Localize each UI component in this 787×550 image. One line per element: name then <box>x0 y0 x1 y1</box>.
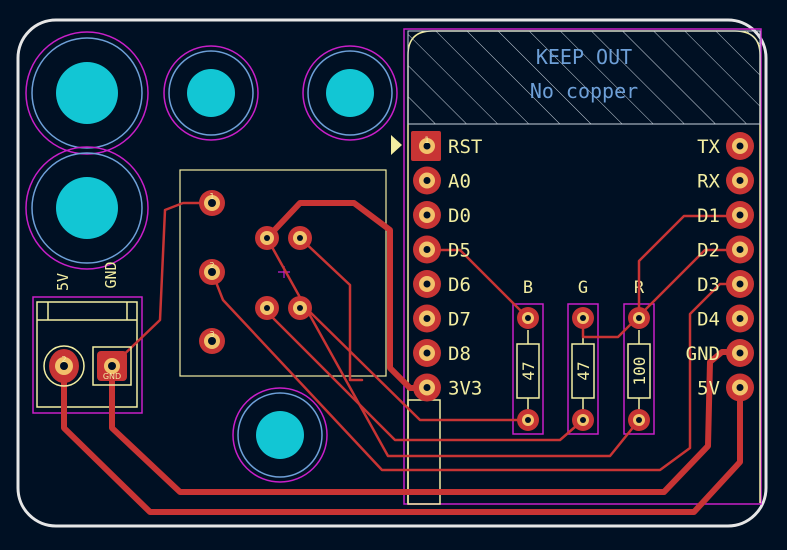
left-header-label-d7: D7 <box>448 309 471 331</box>
keepout-zone <box>407 30 761 125</box>
right-header-pad-tx[interactable] <box>726 132 754 160</box>
mounting-hole-top-middle <box>163 45 259 141</box>
mounting-hole-left <box>25 146 149 270</box>
trace-gnd <box>109 349 743 495</box>
terminal-pads: 2 GND <box>43 345 132 387</box>
power-traces <box>61 200 743 515</box>
resistor-pads <box>517 307 650 431</box>
terminal-block: 5V GND <box>32 261 143 414</box>
right-header-label-tx: TX <box>697 136 720 158</box>
trace-resistor-r-led <box>265 236 641 458</box>
right-header-label-gnd: GND <box>686 343 720 365</box>
left-header-label-d8: D8 <box>448 343 471 365</box>
board-outline <box>16 18 768 528</box>
module-left-header-silk <box>407 399 441 505</box>
left-header-pad-rst[interactable]: 1 <box>411 131 441 161</box>
resistor-r-value: 100 <box>630 357 649 386</box>
terminal-label-gnd: GND <box>102 261 120 288</box>
right-header-label-d4: D4 <box>697 309 720 331</box>
left-header-label-3v3: 3V3 <box>448 378 482 400</box>
left-header-pad-d6[interactable] <box>413 270 441 298</box>
right-header-label-d2: D2 <box>697 240 720 262</box>
trace-resistor-b-led <box>298 306 530 422</box>
trace-terminal-gnd-led <box>110 201 214 368</box>
left-header-label-d6: D6 <box>448 274 471 296</box>
led-pad-3[interactable]: 3 <box>199 328 225 354</box>
resistor-b-pad-2[interactable] <box>517 409 539 431</box>
keepout-subtitle: No copper <box>530 79 638 103</box>
pin1-number: 1 <box>424 136 430 146</box>
right-header-label-5v: 5V <box>697 378 720 400</box>
left-header-pad-d5[interactable] <box>413 235 441 264</box>
led-pad-6[interactable] <box>255 296 279 320</box>
led-pad-7[interactable] <box>288 296 312 320</box>
right-header-pad-gnd[interactable] <box>726 339 754 367</box>
led-pad-1-label: 1 <box>209 192 214 201</box>
terminal-pad-gnd[interactable]: GND <box>92 346 132 386</box>
resistor-g-value: 47 <box>574 361 593 380</box>
left-header-label-d5: D5 <box>448 240 471 262</box>
mounting-hole-top-left <box>25 31 149 155</box>
keepout-title: KEEP OUT <box>536 45 632 69</box>
led-pad-2[interactable]: 2 <box>199 259 225 285</box>
terminal-courtyard <box>32 296 143 414</box>
right-header-pad-d3[interactable] <box>726 270 754 298</box>
resistor-g-pad-1[interactable] <box>572 307 594 329</box>
right-header-pad-d4[interactable] <box>726 304 754 333</box>
led-pad-2-label: 2 <box>209 261 214 270</box>
resistor-r-pad-1[interactable] <box>628 307 650 329</box>
right-header-pad-5v[interactable] <box>726 373 754 402</box>
resistor-b-id: B <box>523 278 533 298</box>
terminal-pad-5v[interactable]: 2 <box>43 345 85 387</box>
trace-d3-gnd-loop <box>210 270 742 472</box>
led-pad-3-label: 3 <box>209 330 214 339</box>
mounting-holes <box>25 31 398 483</box>
resistor-r-pad-2[interactable] <box>628 409 650 431</box>
trace-led-pin4 <box>298 236 364 382</box>
terminal-label-5v: 5V <box>54 273 72 291</box>
led-silk-outline <box>179 169 387 377</box>
trace-d2-resistor-g <box>581 248 742 339</box>
left-header-label-a0: A0 <box>448 171 471 193</box>
left-header-label-rst: RST <box>448 136 482 158</box>
right-header-pad-rx[interactable] <box>726 166 754 195</box>
resistor-g-id: G <box>578 278 588 298</box>
led-pads: 1 2 3 <box>199 190 312 354</box>
trace-3v3-led <box>264 200 430 391</box>
resistor-b: B 47 <box>512 278 544 435</box>
terminal-pad-gnd-label: GND <box>103 372 121 381</box>
led-pad-4[interactable] <box>255 226 279 250</box>
terminal-pad-5v-label: 2 <box>61 355 66 364</box>
mounting-hole-top-right <box>302 45 398 141</box>
resistor-g-pad-2[interactable] <box>572 409 594 431</box>
terminal-silk <box>36 301 138 408</box>
left-header-pad-d7[interactable] <box>413 304 441 333</box>
left-header-pads: 1 <box>411 131 441 402</box>
right-header-pad-d1[interactable] <box>726 201 754 229</box>
right-header-label-rx: RX <box>697 171 720 193</box>
module-footprint: KEEP OUT No copper <box>391 28 762 505</box>
module-courtyard <box>403 28 762 505</box>
trace-resistor-g-led <box>265 310 585 442</box>
left-header-pad-a0[interactable] <box>413 166 441 195</box>
left-header-pad-3v3[interactable] <box>413 373 441 402</box>
left-header-pad-d8[interactable] <box>413 339 441 367</box>
right-header-pads <box>726 132 754 402</box>
right-header-label-d3: D3 <box>697 274 720 296</box>
trace-d1-resistor-r <box>637 214 742 320</box>
left-header-label-d0: D0 <box>448 205 471 227</box>
right-header-label-d1: D1 <box>697 205 720 227</box>
right-header-pad-d2[interactable] <box>726 235 754 264</box>
led-pad-1[interactable]: 1 <box>199 190 225 216</box>
left-header-pad-d0[interactable] <box>413 201 441 229</box>
pin1-marker <box>391 135 402 155</box>
resistor-b-value: 47 <box>519 361 538 380</box>
led-pad-5[interactable] <box>288 226 312 250</box>
mounting-hole-bottom <box>232 387 328 483</box>
trace-5v <box>61 363 743 515</box>
resistor-b-pad-1[interactable] <box>517 307 539 329</box>
